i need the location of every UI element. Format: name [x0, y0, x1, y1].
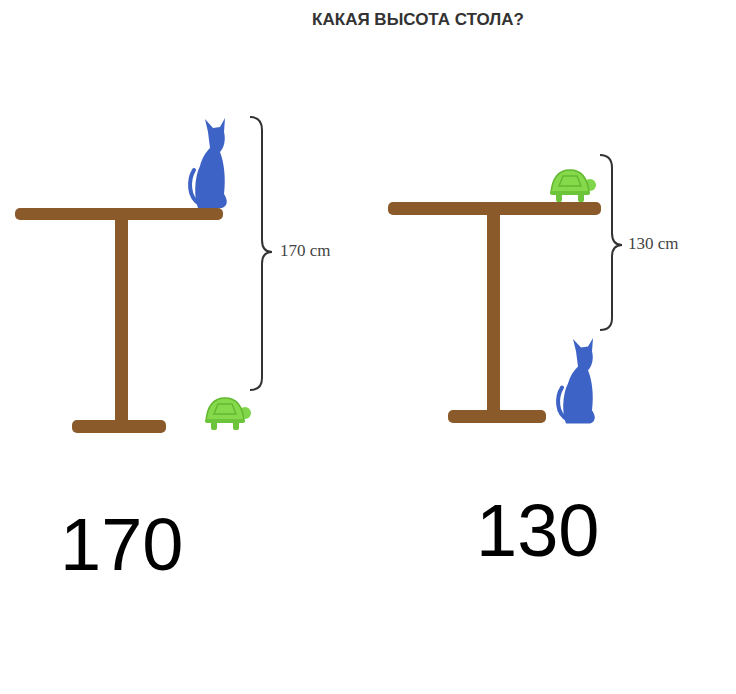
turtle [550, 170, 596, 202]
table-right [388, 202, 601, 423]
cat [190, 118, 227, 208]
turtle [205, 398, 251, 430]
bracket [250, 117, 272, 390]
cat [558, 338, 595, 424]
answer-number: 130 [476, 494, 599, 568]
bracket [600, 155, 622, 330]
dimension-label: 170 cm [280, 241, 331, 261]
table-left [15, 208, 223, 433]
answer-number: 170 [60, 508, 183, 582]
title: КАКАЯ ВЫСОТА СТОЛА? [200, 10, 636, 30]
dimension-label: 130 cm [628, 234, 679, 254]
